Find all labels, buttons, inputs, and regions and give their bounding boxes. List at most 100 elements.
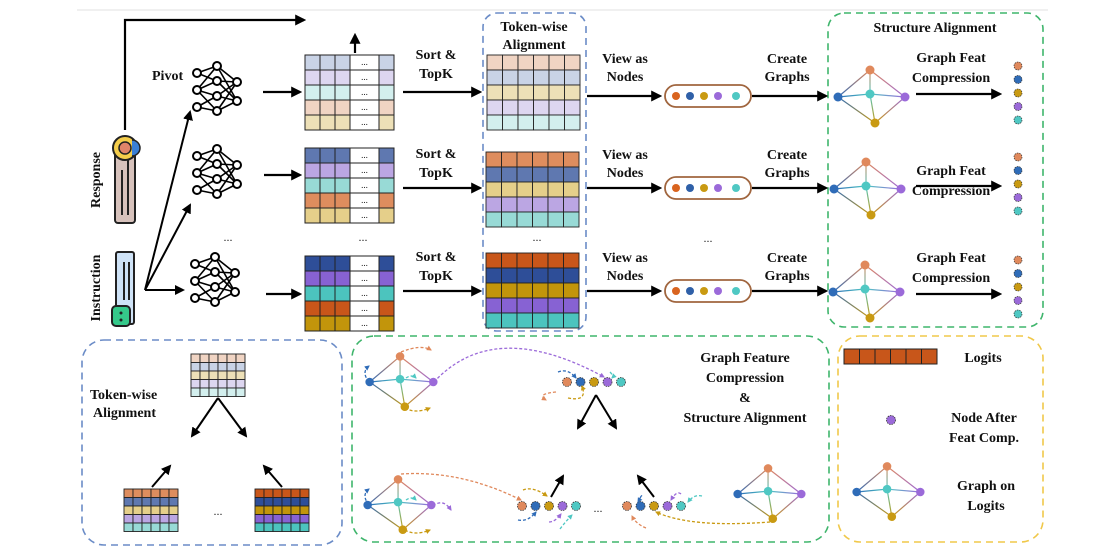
graph-edge (864, 288, 901, 293)
matrix-cell (563, 312, 580, 329)
net-to-matrix-arrows (263, 86, 303, 300)
matrix-cell (235, 353, 246, 363)
matrix-cell (141, 514, 152, 524)
graph-node-center (865, 89, 875, 99)
matrix-cell (563, 297, 580, 314)
matrix-cell (532, 282, 549, 299)
aligned-matrix (485, 252, 580, 329)
compressed-node (589, 377, 599, 387)
matrix-cell (190, 362, 201, 372)
feature-flow-arrow (631, 515, 647, 529)
graph-edge (869, 93, 906, 98)
matrix-cell (199, 379, 210, 389)
graph-edge (856, 488, 888, 493)
matrix-cell (486, 54, 503, 71)
instruction-fan-arrows (144, 110, 193, 295)
matrix-cell (123, 497, 134, 507)
legend-logits-cell (843, 348, 860, 365)
compressed-node (649, 501, 659, 511)
compressed-node (1013, 152, 1023, 162)
matrix-cell (334, 99, 351, 116)
matrix-cell (516, 181, 533, 198)
matrix-cell (199, 370, 210, 380)
matrix-cell (564, 114, 581, 131)
matrix-cell (304, 147, 321, 164)
net-edge (214, 272, 236, 303)
compressed-node-column (1013, 61, 1023, 125)
instruction-icon (111, 251, 135, 327)
matrix-cell (281, 505, 292, 515)
matrix-cell (319, 99, 336, 116)
response-label: Response (89, 152, 104, 208)
sort-label-line1: Sort & (416, 147, 457, 162)
matrix-cell (563, 211, 580, 228)
matrix-cell (319, 147, 336, 164)
net-node (230, 268, 240, 278)
matrix-cell (334, 300, 351, 317)
net-node (232, 160, 242, 170)
net-edge (216, 148, 238, 185)
graph-node-center (882, 484, 892, 494)
matrix-cell (190, 379, 201, 389)
compressed-node (1013, 296, 1023, 305)
matrix-cell (334, 114, 351, 131)
matrix-cell (334, 177, 351, 194)
compressed-node (1013, 193, 1023, 202)
matrix-cell (516, 297, 533, 314)
matrix-cell (547, 312, 564, 329)
compressed-node (1013, 309, 1023, 319)
graph-edge (833, 185, 867, 190)
matrix-cell (334, 315, 351, 332)
compressed-node (1013, 75, 1023, 84)
matrix-cell (378, 270, 395, 287)
graph-edge (869, 93, 876, 124)
matrix-cell (563, 166, 580, 183)
matrix-cell (334, 192, 351, 209)
cell-ellipsis: ... (361, 210, 368, 220)
matrix-cell (516, 211, 533, 228)
graph-node-left (363, 500, 372, 510)
net-node (192, 151, 202, 161)
graph-node-center (860, 284, 870, 294)
feature-flow-arrow (557, 370, 577, 379)
compressed-node (1013, 115, 1023, 125)
capsule-node (672, 92, 680, 100)
matrix-cell (319, 162, 336, 179)
matrix-cell (532, 267, 549, 284)
cell-ellipsis: ... (361, 195, 368, 205)
graph-edge (369, 381, 406, 408)
structure-alignment-box (827, 12, 1044, 328)
matrix-cell (132, 488, 143, 498)
matrix-cell (208, 353, 219, 363)
compressed-node-column (1013, 152, 1023, 216)
graph-feat-compression-line1: Graph Feat (916, 251, 986, 266)
legend-logits-cell (874, 348, 891, 365)
capsule-node (732, 184, 740, 192)
matrix-cell (501, 297, 518, 314)
capsule-node (672, 287, 680, 295)
structure-graph (829, 157, 906, 220)
matrix-cell (150, 522, 161, 532)
bottom-token-wise-title-line1: Token-wise (90, 388, 157, 403)
matrix-cell (132, 514, 143, 524)
graph-edge (837, 96, 876, 124)
capsule-node (672, 184, 680, 192)
create-graphs-line1: Create (767, 148, 807, 163)
compressed-node (557, 501, 568, 511)
matrix-cell (272, 488, 283, 498)
net-node (212, 91, 222, 101)
matrix-cell (190, 353, 201, 363)
matrix-cell (502, 114, 519, 131)
graph-node-left (733, 489, 742, 499)
cell-ellipsis: ... (361, 165, 368, 175)
graph-edge (891, 491, 921, 518)
matrix-cell (304, 54, 321, 71)
net-node (210, 267, 220, 277)
matrix-cell (502, 69, 519, 86)
compressed-node (575, 377, 586, 387)
matrix-cell (304, 192, 321, 209)
matrix-cell (378, 99, 395, 116)
compressed-node (1013, 61, 1023, 71)
graph-node-right (895, 287, 905, 297)
